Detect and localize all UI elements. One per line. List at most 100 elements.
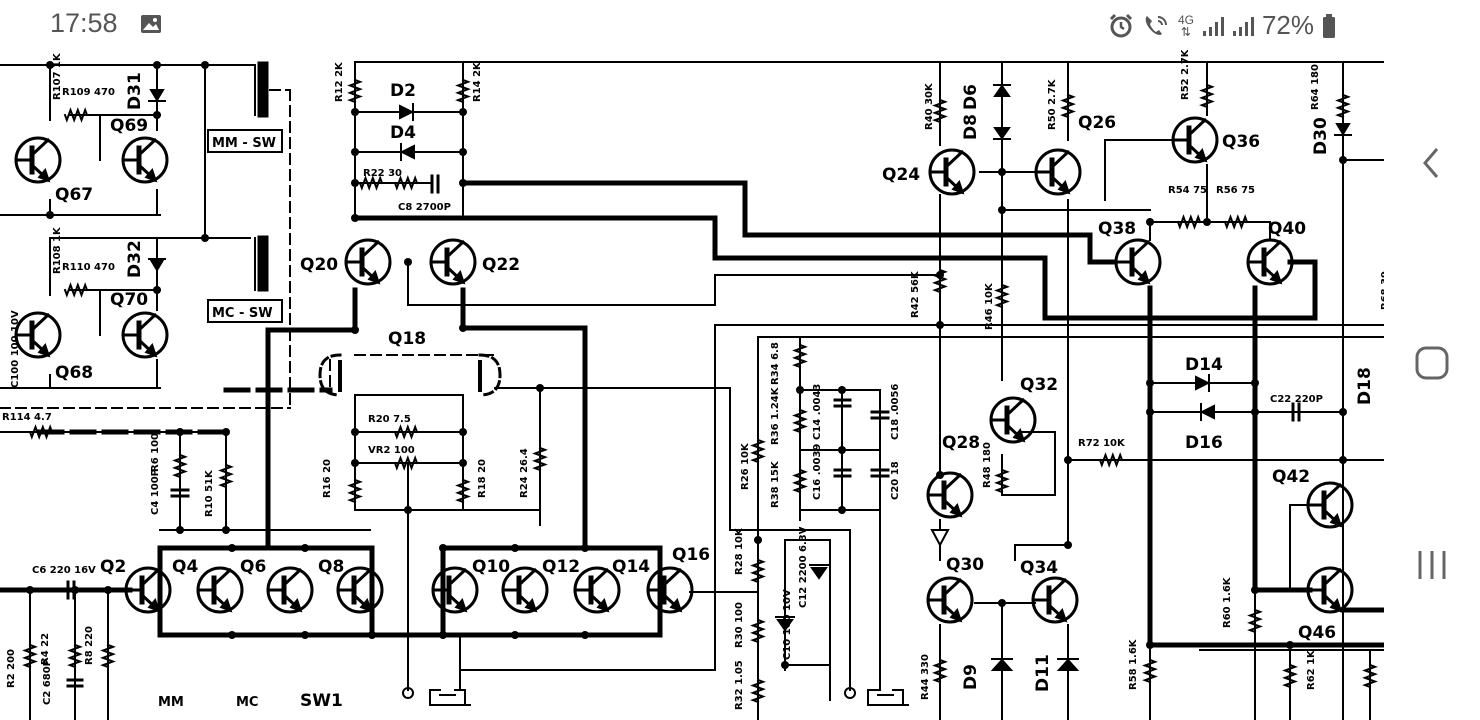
junction-dot	[998, 206, 1006, 214]
label-q16: Q16	[672, 545, 710, 565]
resistor-v-12	[750, 558, 766, 584]
transistor-q20	[344, 238, 392, 286]
transistor-q2	[124, 566, 172, 614]
label-r16: R16 20	[322, 459, 333, 498]
label-d9: D9	[961, 664, 981, 690]
label-q12: Q12	[542, 557, 580, 577]
label-vr2: VR2 100	[368, 445, 415, 456]
junction-dot	[228, 544, 236, 552]
label-q6: Q6	[240, 557, 266, 577]
transistor-q22	[429, 238, 477, 286]
label-r36: R36 1.24K	[770, 386, 781, 445]
junction-dot	[511, 631, 519, 639]
transistor-q32	[989, 396, 1037, 444]
label-c100: C100 100 10V	[10, 310, 21, 388]
home-button[interactable]	[1384, 323, 1480, 403]
junction-dot	[351, 148, 359, 156]
junction-dot	[404, 258, 412, 266]
resistor-h-2	[393, 175, 419, 191]
transistor-q34	[1031, 576, 1079, 624]
transistor-q18	[318, 353, 502, 397]
junction-dot	[222, 526, 230, 534]
transistor-q69	[121, 136, 169, 184]
recents-button[interactable]	[1384, 525, 1480, 605]
resistor-h-0	[63, 107, 89, 123]
transistor-q70	[121, 311, 169, 359]
switch-label-mc: MC - SW	[212, 306, 273, 321]
resistor-v-20	[1362, 663, 1378, 689]
label-q2: Q2	[100, 557, 126, 577]
resistor-v-24	[172, 453, 188, 479]
transistor-q10	[431, 566, 479, 614]
label-r28: R28 10K	[734, 527, 745, 575]
label-d6: D6	[961, 84, 981, 110]
resistor-v-15	[994, 468, 1010, 494]
home-icon	[1415, 346, 1449, 380]
junction-dot	[459, 324, 467, 332]
label-c12: C12 2200 6.3V	[798, 526, 809, 608]
resistor-v-7	[994, 283, 1010, 309]
transistor-q67	[14, 136, 62, 184]
transistor-q28	[926, 471, 974, 519]
label-r56: R56 75	[1216, 185, 1255, 196]
label-r14: R14 2K	[472, 61, 483, 102]
junction-dot	[46, 211, 54, 219]
label-r22: R22 30	[363, 168, 402, 179]
resistor-v-18	[1247, 608, 1263, 634]
junction-dot	[1064, 541, 1072, 549]
label-q46: Q46	[1298, 623, 1336, 643]
transistor-q68	[14, 311, 62, 359]
junction-dot	[1339, 456, 1347, 464]
junction-dot	[581, 544, 589, 552]
label-r2: R2 200	[6, 649, 17, 688]
transistor-q12	[501, 566, 549, 614]
transistor-q46	[1306, 566, 1354, 614]
label-r48: R48 180	[982, 442, 993, 488]
resistor-v-4	[1335, 93, 1351, 119]
resistor-h-3	[393, 424, 419, 440]
status-bar: 17:58 4G ⇅ 72%	[0, 0, 1384, 50]
label-r44: R44 330	[920, 654, 931, 700]
label-c2: C2 680P	[42, 659, 53, 705]
junction-dot	[153, 111, 161, 119]
junction-dot	[1251, 379, 1259, 387]
label-q20: Q20	[300, 255, 338, 275]
label-r26: R26 10K	[740, 442, 751, 490]
back-button[interactable]	[1384, 123, 1480, 203]
label-r110: R110 470	[62, 262, 115, 273]
label-r40: R40 30K	[924, 82, 935, 130]
transistor-q14	[573, 566, 621, 614]
label-q38: Q38	[1098, 219, 1136, 239]
label-c16: C16 .0039	[812, 444, 823, 500]
label-q70: Q70	[110, 290, 148, 310]
junction-dot	[459, 459, 467, 467]
label-q22: Q22	[482, 255, 520, 275]
junction-dot	[351, 326, 359, 334]
label-r32: R32 1.05	[734, 660, 745, 710]
switch-linkage	[0, 89, 496, 411]
resistor-v-0	[347, 78, 363, 104]
junction-dot	[1146, 641, 1154, 649]
junction-dot	[998, 599, 1006, 607]
label-q32: Q32	[1020, 375, 1058, 395]
label-d8: D8	[961, 114, 981, 140]
label-d2: D2	[390, 81, 416, 101]
label-d31: D31	[125, 72, 145, 110]
label-d11: D11	[1033, 654, 1053, 692]
junction-dot	[459, 108, 467, 116]
label-q14: Q14	[612, 557, 650, 577]
switch-label-mc-pos: MC	[236, 695, 258, 710]
junction-dot	[1339, 156, 1347, 164]
label-q18: Q18	[388, 329, 426, 349]
junction-dot	[222, 428, 230, 436]
junction-dot	[1146, 218, 1154, 226]
junction-dot	[1146, 408, 1154, 416]
junction-dot	[581, 631, 589, 639]
label-q69: Q69	[110, 116, 148, 136]
label-c10: C10 100 10V	[782, 589, 793, 660]
junction-dot	[459, 148, 467, 156]
label-d30: D30	[1311, 117, 1331, 155]
capacitor-symbols	[66, 174, 1301, 688]
label-c4: C4 100P	[150, 469, 161, 515]
junction-dot	[1064, 456, 1072, 464]
